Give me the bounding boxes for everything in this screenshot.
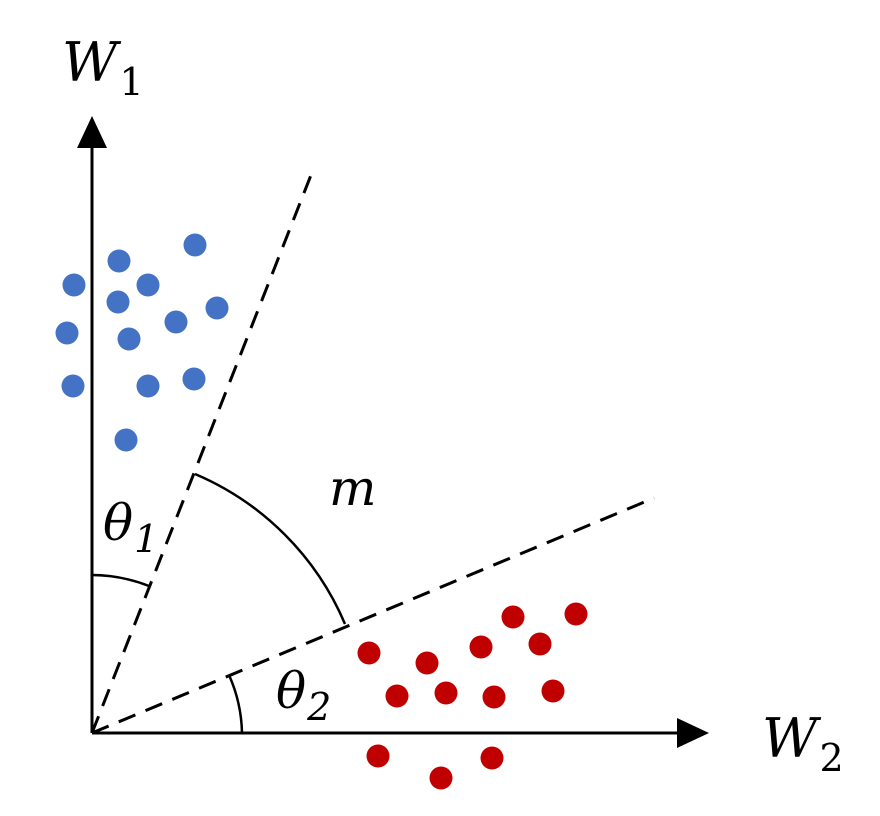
class2-point: [482, 685, 506, 709]
x-axis-label-var: W: [762, 707, 822, 770]
y-axis-label: W1: [62, 31, 144, 104]
class1-point: [164, 310, 188, 334]
class2-point: [434, 681, 458, 705]
y-axis-label-sub: 1: [120, 60, 144, 104]
margin-label: m: [329, 459, 376, 517]
class2-point: [501, 605, 525, 629]
class1-point: [117, 327, 141, 351]
theta2-label: θ2: [276, 662, 331, 729]
y-axis-label-var: W: [62, 31, 122, 94]
class2-point: [469, 635, 493, 659]
class-vectors: [90, 169, 655, 735]
class2-point: [415, 651, 439, 675]
theta1-label-sub: 1: [134, 517, 158, 561]
class2-point: [480, 746, 504, 770]
class2-point: [357, 641, 381, 665]
class2-point: [385, 684, 409, 708]
class1-point: [114, 428, 138, 452]
theta1-label: θ1: [103, 494, 158, 561]
x-axis-label: W2: [762, 707, 844, 780]
class1-points: [55, 233, 229, 452]
class2-point: [541, 679, 565, 703]
class1-dashed-vector: [90, 169, 315, 734]
theta2-label-sub: 2: [306, 685, 331, 729]
labels: W1 W2 m θ1 θ2: [62, 31, 844, 780]
class2-point: [528, 632, 552, 656]
class1-point: [62, 273, 86, 297]
class2-point: [564, 602, 588, 626]
class1-point: [182, 367, 206, 391]
class1-point: [107, 249, 131, 273]
class1-point: [136, 374, 160, 398]
class1-point: [106, 290, 130, 314]
class2-dashed-vector: [91, 496, 655, 735]
class1-point: [136, 273, 160, 297]
class1-point: [205, 296, 229, 320]
axes: [77, 116, 709, 748]
theta2-label-var: θ: [276, 662, 306, 720]
class2-points: [357, 602, 588, 790]
x-axis-arrowhead: [677, 718, 709, 748]
class2-point: [366, 744, 390, 768]
theta1-arc: [91, 573, 150, 588]
class1-point: [61, 374, 85, 398]
class1-point: [55, 321, 79, 345]
theta2-arc: [227, 674, 244, 734]
class2-point: [429, 766, 453, 790]
angle-arcs: [91, 472, 347, 734]
theta1-label-var: θ: [103, 494, 133, 552]
x-axis-label-sub: 2: [820, 736, 844, 780]
margin-arc: [194, 472, 347, 625]
class1-point: [183, 233, 207, 257]
y-axis-arrowhead: [77, 116, 107, 148]
